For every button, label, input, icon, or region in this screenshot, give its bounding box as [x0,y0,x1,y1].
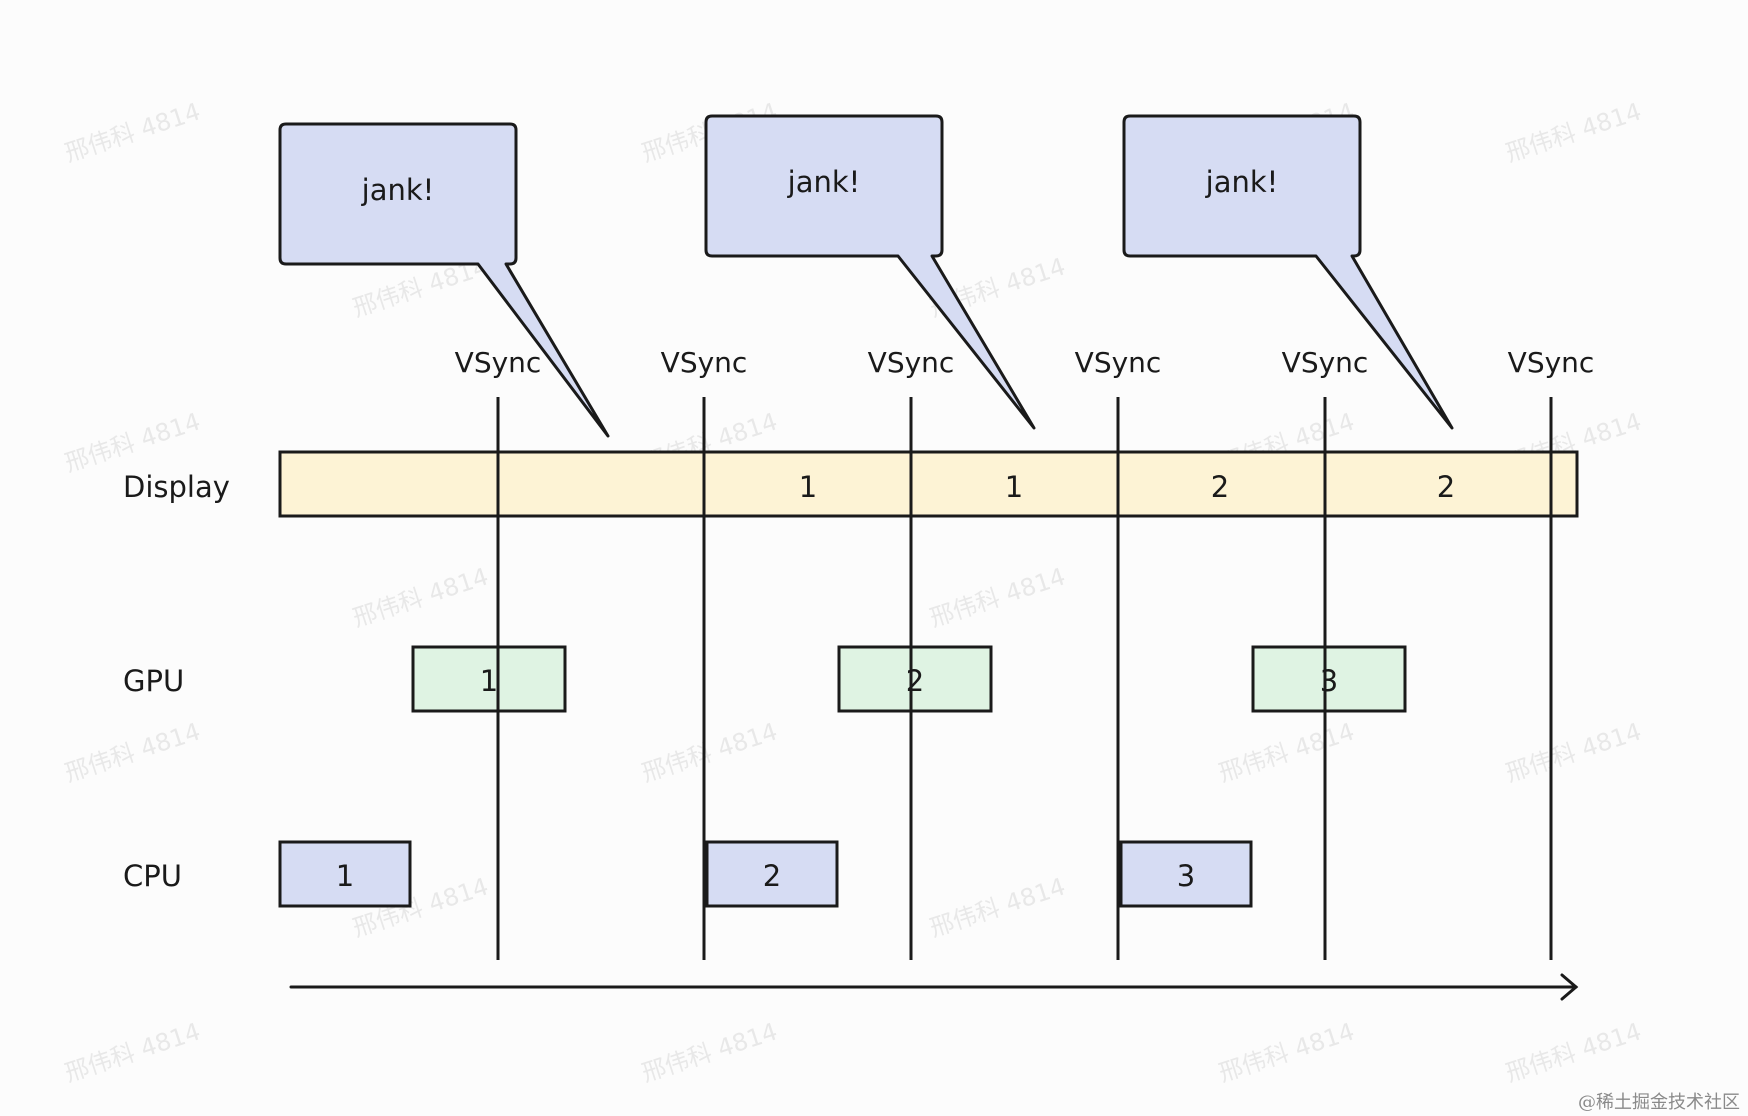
watermark-text: 邢伟科 4814 [1502,717,1644,787]
display-frame-label: 2 [1437,470,1455,504]
jank-callout: jank! [704,114,1036,430]
gpu-frame-box [837,645,993,713]
time-axis-arrow [289,973,1579,1001]
cpu-frame-label: 3 [1177,859,1195,893]
watermark-text: 邢伟科 4814 [61,97,203,167]
vsync-label: VSync [868,346,955,379]
row-label-cpu: CPU [123,859,182,893]
display-frame-label: 1 [1005,470,1023,504]
vsync-label: VSync [455,346,542,379]
watermark-text: 邢伟科 4814 [61,1017,203,1087]
gpu-frame-box [411,645,567,713]
vsync-label: VSync [1508,346,1595,379]
jank-callout-label: jank! [787,165,861,199]
display-frame-label: 2 [1211,470,1229,504]
watermark-text: 邢伟科 4814 [638,1017,780,1087]
watermark-text: 邢伟科 4814 [1502,1017,1644,1087]
watermark-text: 邢伟科 4814 [61,717,203,787]
credit-text: @稀土掘金技术社区 [1578,1092,1740,1113]
display-frame-label: 1 [799,470,817,504]
jank-callout-label: jank! [361,173,435,207]
jank-callout: jank! [278,122,610,438]
cpu-frame-box [1119,840,1253,908]
jank-callout-label: jank! [1205,165,1279,199]
cpu-frame-label: 2 [763,859,781,893]
display-bar [278,450,1579,518]
vsync-label: VSync [1282,346,1369,379]
watermark-text: 邢伟科 4814 [61,407,203,477]
cpu-frame-box [705,840,839,908]
gpu-frame-box [1251,645,1407,713]
watermark-text: 邢伟科 4814 [926,562,1068,632]
jank-callout: jank! [1122,114,1454,430]
vsync-label: VSync [661,346,748,379]
vsync-label: VSync [1075,346,1162,379]
gpu-frame-label: 1 [480,664,498,698]
watermark-text: 邢伟科 4814 [1215,717,1357,787]
cpu-frame-label: 1 [336,859,354,893]
gpu-frame-label: 2 [906,664,924,698]
watermark-text: 邢伟科 4814 [349,562,491,632]
row-label-gpu: GPU [123,664,184,698]
cpu-frame-box [278,840,412,908]
watermark-text: 邢伟科 4814 [1215,1017,1357,1087]
row-label-display: Display [123,470,230,504]
watermark-text: 邢伟科 4814 [926,872,1068,942]
gpu-frame-label: 3 [1320,664,1338,698]
watermark-text: 邢伟科 4814 [1502,97,1644,167]
watermark-text: 邢伟科 4814 [638,717,780,787]
